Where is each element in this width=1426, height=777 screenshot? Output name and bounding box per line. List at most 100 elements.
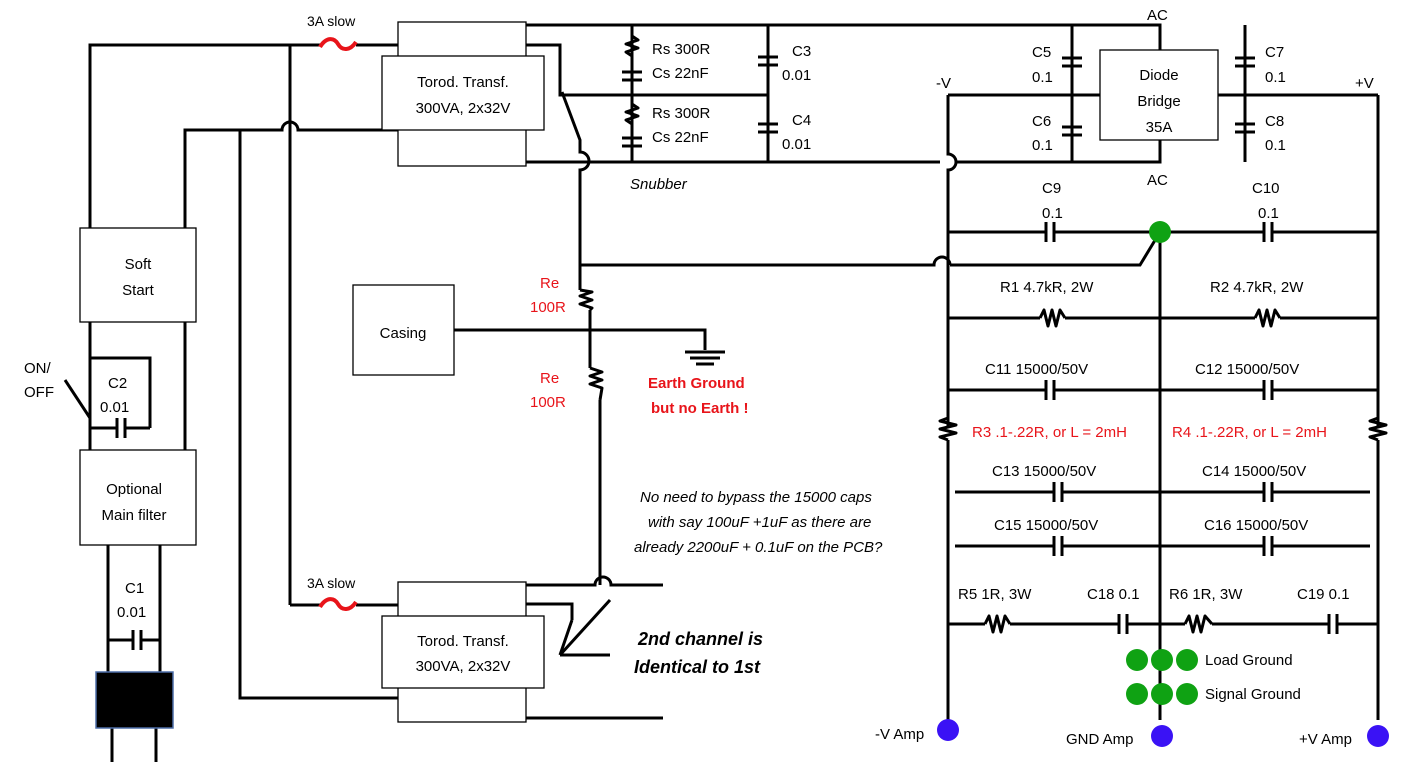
r4-label: R4 .1-.22R, or L = 2mH (1172, 424, 1327, 441)
main-filter-box (79, 449, 197, 546)
c7-capacitor (1235, 56, 1255, 68)
filter-line1: Optional (106, 481, 162, 498)
mains-plug (95, 671, 174, 729)
pos-v-label: +V (1355, 75, 1374, 92)
re2-label-a: Re (540, 370, 559, 387)
note-line1: No need to bypass the 15000 caps (640, 489, 872, 506)
soft-start-line1: Soft (125, 256, 153, 273)
c10-value: 0.1 (1258, 205, 1279, 222)
casing-box (352, 284, 455, 376)
r3-label: R3 .1-.22R, or L = 2mH (972, 424, 1127, 441)
r5-label: R5 1R, 3W (958, 586, 1032, 603)
fuse-bottom-label: 3A slow (307, 575, 356, 591)
transformer-bottom-line1: Torod. Transf. (417, 633, 509, 650)
re1-label-b: 100R (530, 299, 566, 316)
cs1-label: Cs 22nF (652, 65, 709, 82)
c9-value: 0.1 (1042, 205, 1063, 222)
c6-value: 0.1 (1032, 137, 1053, 154)
casing-label: Casing (380, 325, 427, 342)
c19-capacitor (1327, 614, 1339, 634)
r2-label: R2 4.7kR, 2W (1210, 279, 1304, 296)
c4-name: C4 (792, 112, 811, 129)
transformer-top-label-box (381, 55, 545, 131)
channel-note-line2: Identical to 1st (634, 657, 761, 677)
c12-capacitor (1262, 380, 1274, 400)
re2-label-b: 100R (530, 394, 566, 411)
r6-label: R6 1R, 3W (1169, 586, 1243, 603)
gnd-amp-label: GND Amp (1066, 731, 1134, 748)
cs2-label: Cs 22nF (652, 129, 709, 146)
channel-note-line1: 2nd channel is (637, 629, 763, 649)
c13-capacitor (1052, 482, 1064, 502)
signal-ground-dots (1126, 683, 1198, 705)
c8-capacitor (1235, 122, 1255, 134)
c6-name: C6 (1032, 113, 1051, 130)
load-ground-dots (1126, 649, 1198, 671)
onoff-line2: OFF (24, 384, 54, 401)
c5-name: C5 (1032, 44, 1051, 61)
re2-resistor (588, 366, 604, 401)
diode-bridge-box (1099, 49, 1219, 141)
c4-capacitor (758, 122, 778, 134)
transformer-bottom-label-box (381, 615, 545, 689)
neg-v-amp-label: -V Amp (875, 726, 924, 743)
c3-name: C3 (792, 43, 811, 60)
c2-name: C2 (108, 375, 127, 392)
r2-resistor (1253, 308, 1282, 328)
re1-resistor (578, 288, 594, 312)
c5-value: 0.1 (1032, 69, 1053, 86)
transformer-top-line1: Torod. Transf. (417, 74, 509, 91)
c9-capacitor (1044, 222, 1056, 242)
cs2-capacitor (622, 136, 642, 148)
c18-capacitor (1117, 614, 1129, 634)
fuse-top-label: 3A slow (307, 13, 356, 29)
c3-capacitor (758, 55, 778, 67)
transformer-bottom-line2: 300VA, 2x32V (416, 658, 511, 675)
c19-label: C19 0.1 (1297, 586, 1350, 603)
earth-note-line2: but no Earth ! (651, 400, 749, 417)
c1-capacitor (131, 630, 143, 650)
c8-name: C8 (1265, 113, 1284, 130)
note-line2: with say 100uF +1uF as there are (648, 514, 871, 531)
pos-v-amp-terminal (1367, 725, 1389, 747)
c9-name: C9 (1042, 180, 1061, 197)
c8-value: 0.1 (1265, 137, 1286, 154)
earth-wiring (454, 265, 725, 585)
rs2-resistor (624, 102, 640, 126)
r3-resistor (938, 416, 958, 442)
r6-resistor (1183, 614, 1214, 634)
c7-value: 0.1 (1265, 69, 1286, 86)
c14-capacitor (1262, 482, 1274, 502)
earth-note-line1: Earth Ground (648, 375, 745, 392)
cs1-capacitor (622, 70, 642, 82)
onoff-line1: ON/ (24, 360, 52, 377)
soft-start-line2: Start (122, 282, 155, 299)
c1-value: 0.01 (117, 604, 146, 621)
c16-capacitor (1262, 536, 1274, 556)
note-line3: already 2200uF + 0.1uF on the PCB? (634, 539, 883, 556)
c5-capacitor (1062, 56, 1082, 68)
c12-label: C12 15000/50V (1195, 361, 1299, 378)
bridge-line2: Bridge (1137, 93, 1180, 110)
rs1-resistor (624, 34, 640, 58)
ac-bottom-label: AC (1147, 172, 1168, 189)
filter-line2: Main filter (101, 507, 166, 524)
c15-label: C15 15000/50V (994, 517, 1098, 534)
soft-start-box (79, 227, 197, 323)
r4-resistor (1368, 416, 1388, 442)
gnd-amp-terminal (1151, 725, 1173, 747)
neg-v-label: -V (936, 75, 951, 92)
c10-capacitor (1262, 222, 1274, 242)
bridge-line3: 35A (1146, 119, 1173, 136)
secondary-wiring-bottom (526, 575, 663, 720)
r5-resistor (983, 614, 1012, 634)
bridge-line1: Diode (1139, 67, 1178, 84)
transformer-top-line2: 300VA, 2x32V (416, 100, 511, 117)
snubber-label: Snubber (630, 176, 688, 193)
c2-capacitor (115, 418, 127, 438)
rs1-label: Rs 300R (652, 41, 711, 58)
pos-v-amp-label: +V Amp (1299, 731, 1352, 748)
fuse-top (318, 37, 358, 51)
r1-label: R1 4.7kR, 2W (1000, 279, 1094, 296)
